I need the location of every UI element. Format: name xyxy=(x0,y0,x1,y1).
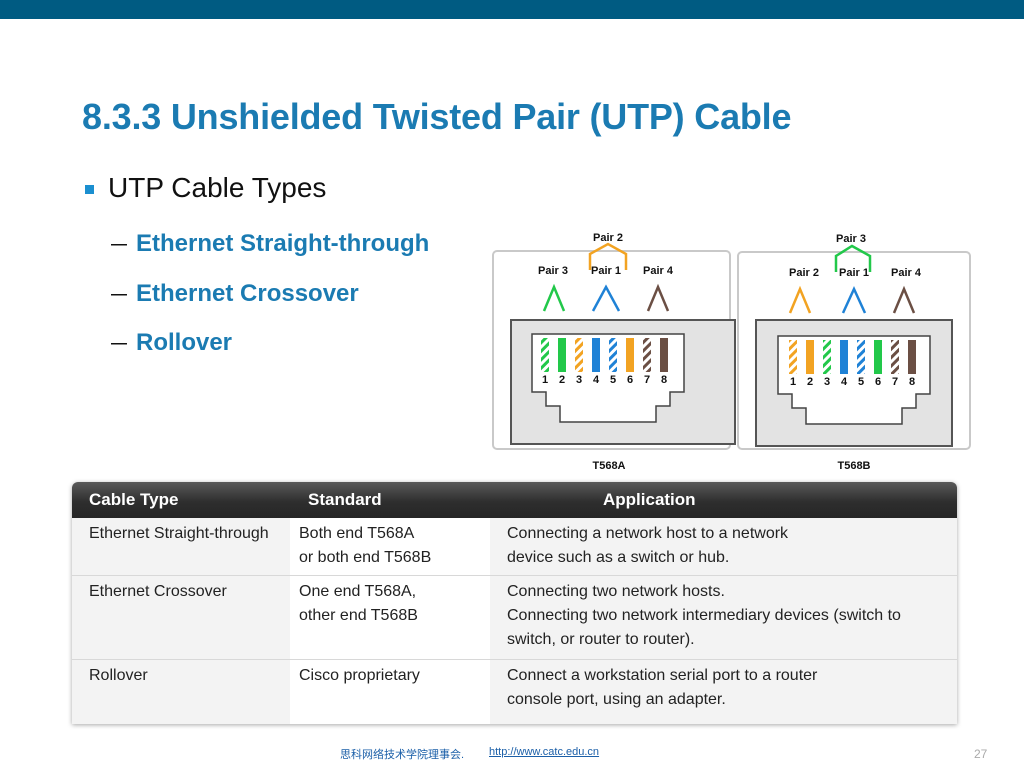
dash-marker: － xyxy=(108,332,131,357)
t568a-pin7-white-brown xyxy=(643,338,651,372)
sub-item-label: Rollover xyxy=(136,329,233,356)
dash-marker: － xyxy=(108,283,131,308)
top-accent-bar xyxy=(0,0,1024,19)
t568a-pin-number: 8 xyxy=(661,374,667,386)
square-bullet-icon xyxy=(85,184,94,194)
t568b-pin6-green xyxy=(874,340,882,374)
cable-types-table: Cable Type Standard Application Ethernet… xyxy=(72,482,957,724)
header-application: Application xyxy=(603,490,696,509)
t568a-top-pair-label: Pair 2 xyxy=(593,232,623,244)
page-number: 27 xyxy=(974,747,988,761)
cell-standard: One end T568A, other end T568B xyxy=(290,576,490,659)
t568a-pair-label-mid: Pair 1 xyxy=(591,265,621,277)
t568b-pin-number: 1 xyxy=(790,376,796,388)
cell-application: Connect a workstation serial port to a r… xyxy=(490,660,957,724)
t568b-green-pair-wire xyxy=(834,244,872,272)
header-standard: Standard xyxy=(308,490,382,509)
cell-standard: Both end T568A or both end T568B xyxy=(290,518,490,575)
table-row: Rollover Cisco proprietary Connect a wor… xyxy=(72,660,957,724)
t568b-pin7-white-brown xyxy=(891,340,899,374)
wiring-diagram: Pair 2 Pair 3 Pair 1 Pair 4 1 2 3 xyxy=(488,224,978,481)
cell-standard: Cisco proprietary xyxy=(290,660,490,724)
t568b-blue-pair-wire xyxy=(841,285,867,314)
cell-cable-type: Ethernet Straight-through xyxy=(72,518,290,575)
table-row: Ethernet Crossover One end T568A, other … xyxy=(72,576,957,660)
t568b-pin4-blue xyxy=(840,340,848,374)
t568a-pin-number: 3 xyxy=(576,374,582,386)
cell-cable-type: Rollover xyxy=(72,660,290,724)
table-row: Ethernet Straight-through Both end T568A… xyxy=(72,518,957,576)
t568a-pin-number: 1 xyxy=(542,374,548,386)
cell-application: Connecting a network host to a network d… xyxy=(490,518,957,575)
cell-cable-type: Ethernet Crossover xyxy=(72,576,290,659)
t568a-pair-label-left: Pair 3 xyxy=(538,265,568,277)
t568b-top-pair-label: Pair 3 xyxy=(836,233,866,245)
t568a-pin8-brown xyxy=(660,338,668,372)
t568b-pin1-white-orange xyxy=(789,340,797,374)
table-header: Cable Type Standard Application xyxy=(72,482,957,518)
t568a-pin-number: 7 xyxy=(644,374,650,386)
t568b-pin-number: 3 xyxy=(824,376,830,388)
t568b-pin-number: 2 xyxy=(807,376,813,388)
t568b-pin8-brown xyxy=(908,340,916,374)
t568b-pair-label-left: Pair 2 xyxy=(789,267,819,279)
sub-item-crossover: － Ethernet Crossover xyxy=(108,278,359,310)
footer-link[interactable]: http://www.catc.edu.cn xyxy=(489,746,600,758)
t568a-green-pair-wire xyxy=(542,283,566,312)
header-cable-type: Cable Type xyxy=(89,490,179,509)
t568a-pair-label-right: Pair 4 xyxy=(643,265,674,277)
t568b-brown-pair-wire xyxy=(892,285,916,314)
t568a-pin3-white-orange xyxy=(575,338,583,372)
t568b-pin3-white-green xyxy=(823,340,831,374)
t568a-pin6-orange xyxy=(626,338,634,372)
sub-item-rollover: － Rollover xyxy=(108,327,232,359)
t568a-pin1-white-green xyxy=(541,338,549,372)
t568b-pin-number: 8 xyxy=(909,376,915,388)
t568-wiring-diagram-svg: Pair 2 Pair 3 Pair 1 Pair 4 1 2 3 xyxy=(492,232,971,472)
t568a-pin-number: 5 xyxy=(610,374,616,386)
t568b-pin-number: 6 xyxy=(875,376,881,388)
t568b-pin-number: 4 xyxy=(841,376,848,388)
t568b-pin2-orange xyxy=(806,340,814,374)
t568a-pin5-white-blue xyxy=(609,338,617,372)
t568b-caption: T568B xyxy=(837,460,870,472)
t568b-pin5-white-blue xyxy=(857,340,865,374)
t568a-brown-pair-wire xyxy=(646,283,670,312)
t568a-blue-pair-wire xyxy=(591,284,621,312)
t568b-pair-label-right: Pair 4 xyxy=(891,267,922,279)
t568b-pair-label-mid: Pair 1 xyxy=(839,267,869,279)
t568b-diagram: Pair 3 Pair 2 Pair 1 Pair 4 1 2 3 4 5 xyxy=(737,233,971,472)
t568b-pin-number: 7 xyxy=(892,376,898,388)
sub-item-straight-through: － Ethernet Straight-through xyxy=(108,228,429,260)
t568b-pin-number: 5 xyxy=(858,376,864,388)
t568a-pin4-blue xyxy=(592,338,600,372)
t568b-orange-pair-wire xyxy=(788,285,812,314)
sub-item-label: Ethernet Straight-through xyxy=(136,230,430,257)
footer-organization: 思科网络技术学院理事会. xyxy=(340,749,465,761)
t568a-pin-number: 2 xyxy=(559,374,565,386)
dash-marker: － xyxy=(108,233,131,258)
bullet-utp-cable-types: UTP Cable Types xyxy=(85,172,326,204)
t568a-orange-pair-wire xyxy=(588,242,628,270)
t568a-caption: T568A xyxy=(592,460,625,472)
slide-title: 8.3.3 Unshielded Twisted Pair (UTP) Cabl… xyxy=(82,96,792,137)
t568a-diagram: Pair 2 Pair 3 Pair 1 Pair 4 1 2 3 xyxy=(492,232,736,472)
cell-application: Connecting two network hosts. Connecting… xyxy=(490,576,957,659)
bullet-text: UTP Cable Types xyxy=(108,172,327,203)
t568a-pin-number: 6 xyxy=(627,374,633,386)
t568a-pin-number: 4 xyxy=(593,374,600,386)
t568a-pin2-green xyxy=(558,338,566,372)
sub-item-label: Ethernet Crossover xyxy=(136,280,359,307)
